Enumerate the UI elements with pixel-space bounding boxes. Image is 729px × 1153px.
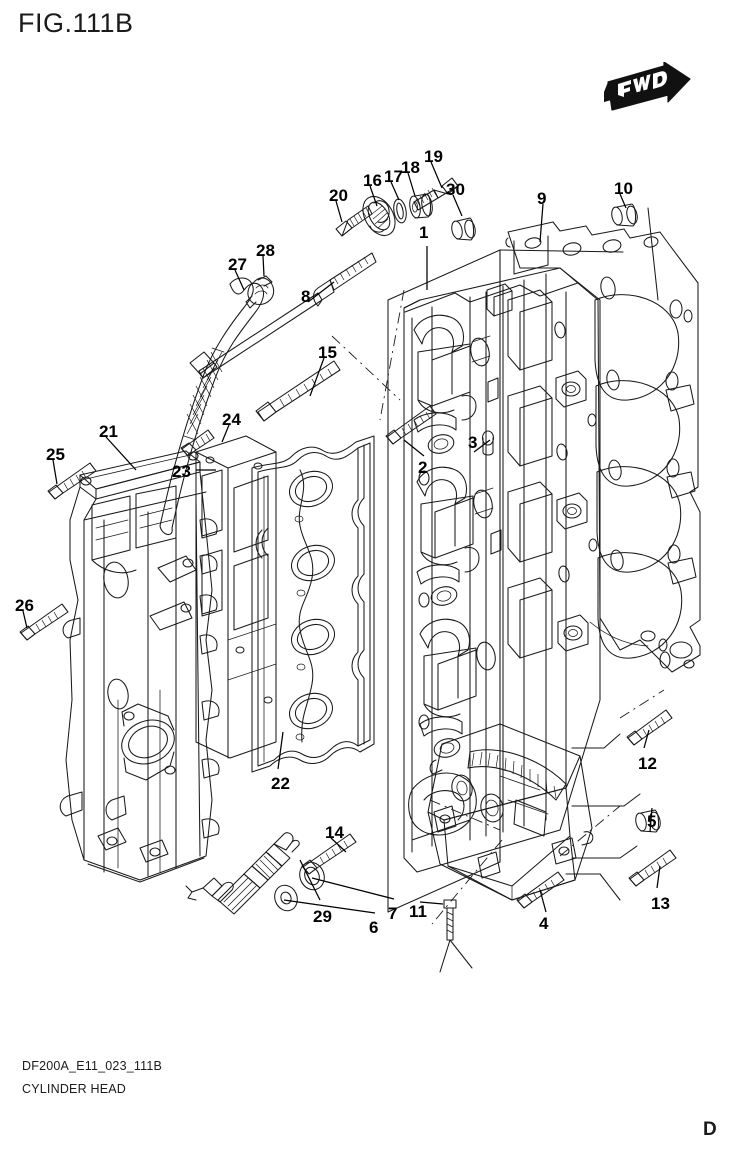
- callout-bolt-13: 13: [651, 894, 670, 913]
- callout-bolt-26: 26: [15, 596, 34, 615]
- bolt-part12: [626, 709, 673, 746]
- callout-cylinder-head-1: 1: [419, 223, 429, 242]
- assembly-guide-lines: [331, 289, 665, 925]
- callout-anode-holder-16: 16: [363, 171, 382, 190]
- callout-bolt-4: 4: [539, 914, 549, 933]
- bolt-part20: [335, 205, 373, 237]
- bolt-part11: [443, 899, 457, 941]
- bolt-part25: [47, 462, 97, 500]
- diagram-code: DF200A_E11_023_111B: [22, 1059, 163, 1073]
- bolt-part13: [628, 849, 677, 887]
- callout-bolt-25: 25: [46, 445, 65, 464]
- cylinder-head-casting-part1: [387, 249, 624, 913]
- callout-dowel-pin-30: 30: [446, 180, 465, 199]
- baffle-plate-part23: [195, 435, 277, 759]
- bolt-part19: [413, 177, 459, 211]
- diagram-name: CYLINDER HEAD: [22, 1082, 127, 1096]
- bolt-part24: [180, 429, 215, 457]
- callout-bolt-14: 14: [325, 823, 344, 842]
- callout-baffle-plate-23: 23: [172, 462, 191, 481]
- dowel-pin-part3: [481, 430, 495, 456]
- callout-bolt-11: 11: [409, 902, 427, 921]
- callout-washer-6: 6: [369, 918, 379, 937]
- bolt-part8: [189, 252, 377, 379]
- dowel-pin-part30: [451, 217, 476, 241]
- callout-dowel-pin-3: 3: [468, 433, 478, 452]
- callout-spark-plug-29: 29: [313, 907, 332, 926]
- page-section-mark: D: [703, 1119, 717, 1140]
- hose-clamp-part28: [245, 275, 275, 309]
- callout-bolt-12: 12: [638, 754, 657, 773]
- page-title: FIG.111B: [18, 8, 134, 38]
- callout-dowel-pin-10: 10: [614, 179, 633, 198]
- callout-bolt-24: 24: [222, 410, 241, 429]
- bolt-part2: [385, 405, 437, 445]
- bolt-part26: [19, 603, 69, 641]
- assembly-bracket-lines: [439, 207, 659, 973]
- fwd-arrow-icon: [598, 61, 706, 120]
- callout-bolt-long-8: 8: [301, 287, 311, 306]
- callout-bolt-2: 2: [418, 458, 428, 477]
- callout-seal-ring-7: 7: [388, 904, 398, 923]
- cylinder-head-cover-part21: [59, 450, 220, 883]
- anode-holder-part16: [362, 195, 396, 237]
- callout-washer-17: 17: [384, 167, 403, 186]
- spark-plug-part29: [185, 832, 300, 915]
- washer-part17: [393, 198, 407, 224]
- callout-bolt-19: 19: [424, 147, 443, 166]
- callout-leader-lines: [22, 161, 661, 914]
- callout-breather-hose-27: 27: [228, 255, 247, 274]
- callout-bolt-15: 15: [318, 343, 337, 362]
- callout-spacer-18: 18: [401, 158, 420, 177]
- washer-part6: [274, 884, 298, 912]
- callout-hose-clamp-28: 28: [256, 241, 275, 260]
- dowel-pin-part10: [611, 203, 638, 227]
- head-gasket-part9: [505, 221, 701, 673]
- callout-bolt-20: 20: [329, 186, 348, 205]
- dowel-pin-part5: [635, 809, 661, 833]
- cover-gasket-part22: [251, 435, 375, 773]
- bolt-part15: [255, 360, 341, 422]
- callout-head-gasket-9: 9: [537, 189, 547, 208]
- callout-dowel-pin-5: 5: [647, 812, 657, 831]
- bolt-part4: [516, 871, 565, 909]
- callout-cover-gasket-22: 22: [271, 774, 290, 793]
- camshaft-housing: [427, 723, 594, 901]
- callout-cylinder-head-cover-21: 21: [99, 422, 118, 441]
